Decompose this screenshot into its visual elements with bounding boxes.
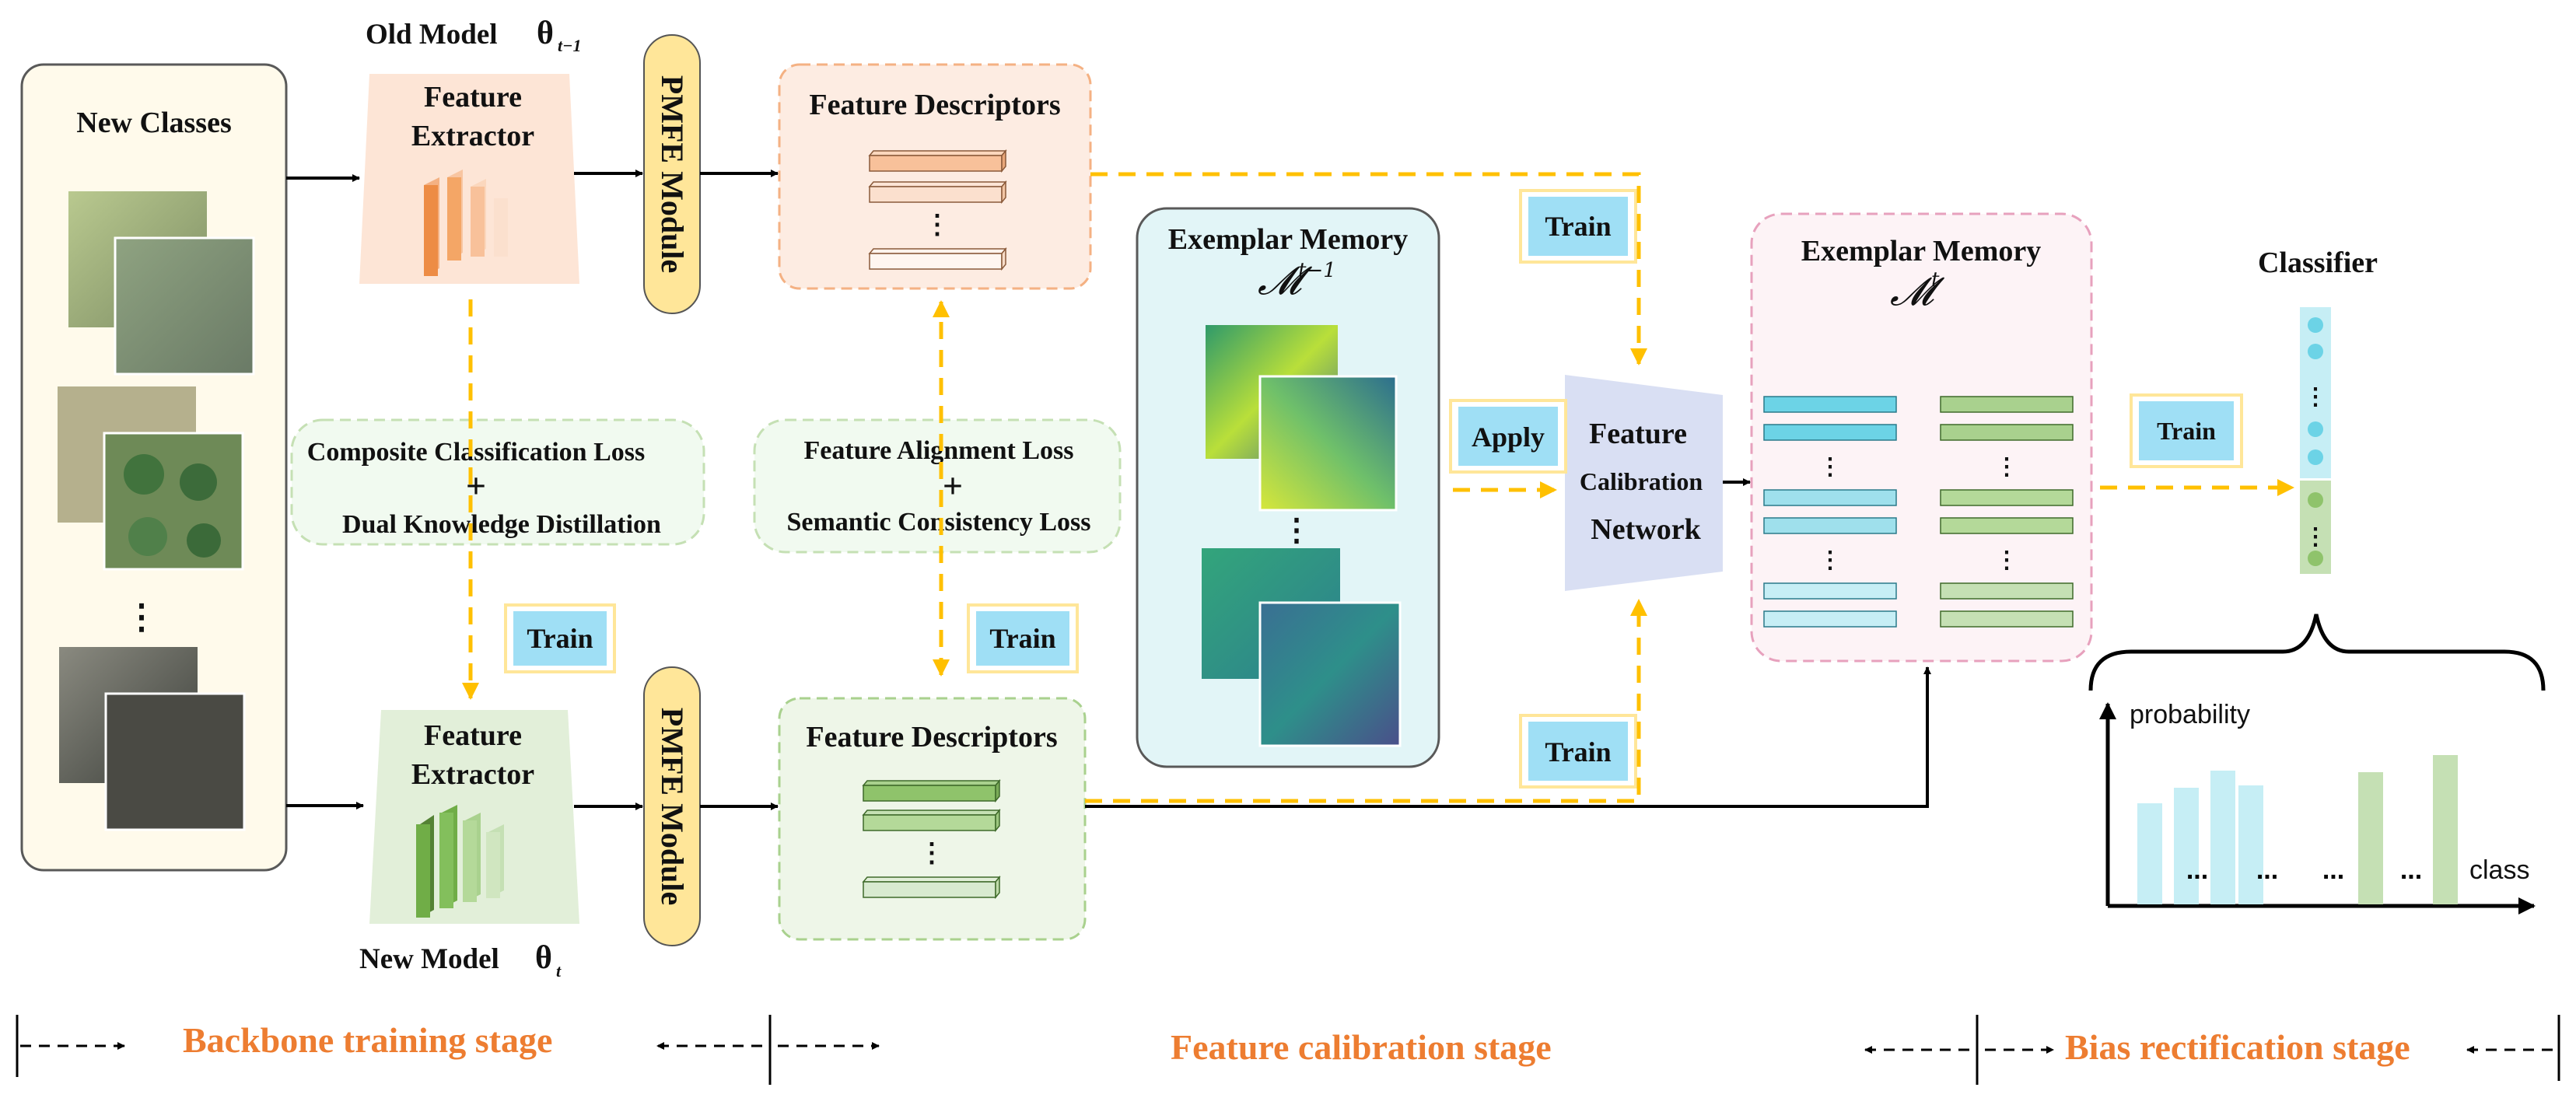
probability-bar bbox=[2210, 771, 2235, 904]
exemplar-memory-current: Exemplar Memory 𝓜 t ⋮ ⋮ ⋮ ⋮ bbox=[1750, 212, 2093, 663]
train-label-backbone: Train bbox=[504, 603, 616, 673]
probability-bar bbox=[2358, 772, 2383, 904]
svg-text:t: t bbox=[556, 961, 562, 981]
train-label-bottom: Train bbox=[1519, 714, 1637, 789]
svg-text:Network: Network bbox=[1591, 513, 1701, 546]
memory-cyan-column: ⋮ ⋮ bbox=[1763, 396, 1897, 628]
stage-bias-rectification: Bias rectification stage bbox=[2065, 1027, 2410, 1067]
probability-ellipsis: ... bbox=[2186, 855, 2208, 885]
svg-text:⋮: ⋮ bbox=[1818, 547, 1842, 573]
old-model-label: Old Model θ t−1 bbox=[366, 16, 581, 55]
descriptor-bar bbox=[868, 247, 1007, 271]
descriptor-bar bbox=[862, 875, 1001, 900]
svg-text:Extractor: Extractor bbox=[411, 120, 534, 152]
descriptor-bar bbox=[862, 778, 1001, 803]
svg-text:New Model: New Model bbox=[359, 943, 499, 975]
svg-text:⋮: ⋮ bbox=[1995, 547, 2018, 573]
svg-text:Exemplar Memory: Exemplar Memory bbox=[1801, 235, 2042, 268]
descriptor-bar bbox=[868, 149, 1007, 173]
svg-text:+: + bbox=[943, 466, 963, 505]
probability-bar bbox=[2137, 803, 2162, 904]
svg-text:PMFE Module: PMFE Module bbox=[655, 708, 690, 905]
pmfe-module-top: PMFE Module bbox=[643, 34, 701, 314]
dashed-arrows bbox=[462, 172, 2294, 803]
svg-text:θ: θ bbox=[537, 16, 554, 51]
probability-bar bbox=[2174, 788, 2199, 904]
svg-text:Extractor: Extractor bbox=[411, 758, 534, 791]
probability-ellipsis: ... bbox=[2400, 855, 2422, 885]
svg-text:Feature: Feature bbox=[424, 81, 522, 114]
stage-backbone-training: Backbone training stage bbox=[183, 1020, 552, 1060]
svg-text:t: t bbox=[1931, 268, 1940, 292]
new-classes-panel: New Classes ⋮ bbox=[20, 63, 288, 872]
svg-text:Classifier: Classifier bbox=[2258, 247, 2378, 279]
train-label-alignment: Train bbox=[967, 603, 1079, 673]
city-image-2 bbox=[104, 692, 246, 831]
svg-text:Semantic Consistency Loss: Semantic Consistency Loss bbox=[786, 508, 1090, 537]
probability-bars: ............ bbox=[2137, 755, 2458, 904]
heatmap-image-2 bbox=[1258, 375, 1398, 512]
svg-text:⋮: ⋮ bbox=[2304, 384, 2327, 410]
svg-text:PMFE Module: PMFE Module bbox=[655, 75, 690, 273]
svg-text:Old Model: Old Model bbox=[366, 19, 498, 51]
svg-text:Dual Knowledge Distillation: Dual Knowledge Distillation bbox=[342, 510, 661, 539]
svg-text:Feature Descriptors: Feature Descriptors bbox=[806, 721, 1057, 754]
svg-text:⋮: ⋮ bbox=[1281, 512, 1312, 547]
descriptor-bar bbox=[868, 180, 1007, 205]
exemplar-memory-prev: Exemplar Memory 𝓜 t−1 ⋮ bbox=[1136, 207, 1440, 768]
svg-text:Train: Train bbox=[1545, 736, 1611, 768]
descriptor-bar bbox=[862, 808, 1001, 833]
svg-text:Feature: Feature bbox=[1589, 418, 1687, 450]
svg-text:⋮: ⋮ bbox=[919, 839, 945, 868]
probability-bar bbox=[2238, 785, 2263, 904]
probability-chart: probability class ............ bbox=[2099, 700, 2536, 914]
svg-text:Train: Train bbox=[1545, 211, 1611, 242]
pmfe-module-bottom: PMFE Module bbox=[643, 666, 701, 946]
new-model-label: New Model θ t bbox=[359, 940, 562, 981]
heatmap-image-4 bbox=[1258, 601, 1402, 747]
svg-text:Feature Alignment Loss: Feature Alignment Loss bbox=[804, 436, 1074, 465]
apply-label: Apply bbox=[1449, 399, 1567, 474]
svg-text:Train: Train bbox=[989, 623, 1055, 654]
stage-markers bbox=[16, 1015, 2560, 1085]
probability-ellipsis: ... bbox=[2322, 855, 2344, 885]
feature-descriptors-top: Feature Descriptors ⋮ bbox=[778, 63, 1092, 290]
feature-descriptors-bottom: Feature Descriptors ⋮ bbox=[778, 697, 1087, 941]
feature-calibration-network: Feature Calibration Network bbox=[1565, 375, 1723, 591]
svg-text:⋮: ⋮ bbox=[1995, 454, 2018, 480]
new-feature-extractor: Feature Extractor bbox=[369, 710, 579, 924]
old-feature-extractor: Feature Extractor bbox=[359, 74, 579, 284]
airport-image-2 bbox=[114, 236, 255, 376]
probability-bar bbox=[2433, 755, 2458, 904]
new-classes-ellipsis: ⋮ bbox=[124, 598, 159, 636]
train-label-classifier: Train bbox=[2130, 393, 2243, 468]
svg-text:Feature Descriptors: Feature Descriptors bbox=[809, 89, 1060, 121]
svg-text:Composite Classification Loss: Composite Classification Loss bbox=[307, 438, 645, 467]
svg-text:probability: probability bbox=[2130, 700, 2250, 729]
classifier-brace bbox=[2088, 614, 2546, 691]
new-classes-title: New Classes bbox=[76, 107, 231, 139]
loss-box-alignment: Feature Alignment Loss + Semantic Consis… bbox=[753, 418, 1122, 554]
svg-text:t−1: t−1 bbox=[558, 36, 581, 55]
svg-text:Calibration: Calibration bbox=[1580, 467, 1703, 495]
svg-text:Apply: Apply bbox=[1472, 421, 1545, 453]
svg-text:Train: Train bbox=[2157, 417, 2216, 445]
farmland-image-2 bbox=[103, 432, 244, 571]
svg-text:⋮: ⋮ bbox=[2304, 524, 2327, 550]
svg-text:class: class bbox=[2469, 855, 2529, 885]
probability-ellipsis: ... bbox=[2256, 855, 2278, 885]
svg-text:t−1: t−1 bbox=[1298, 259, 1336, 282]
svg-text:Exemplar Memory: Exemplar Memory bbox=[1168, 223, 1409, 256]
svg-text:θ: θ bbox=[535, 940, 552, 976]
svg-text:Train: Train bbox=[527, 623, 593, 654]
svg-text:⋮: ⋮ bbox=[1818, 454, 1842, 480]
flow-arrows bbox=[286, 170, 1931, 810]
loss-box-backbone: Composite Classification Loss + Dual Kno… bbox=[290, 418, 705, 546]
memory-green-column: ⋮ ⋮ bbox=[1940, 396, 2074, 628]
svg-text:⋮: ⋮ bbox=[924, 211, 950, 240]
classifier: Classifier ⋮ ⋮ bbox=[2258, 247, 2378, 574]
stage-feature-calibration: Feature calibration stage bbox=[1171, 1027, 1552, 1067]
svg-text:Feature: Feature bbox=[424, 719, 522, 752]
train-label-top: Train bbox=[1519, 189, 1637, 264]
